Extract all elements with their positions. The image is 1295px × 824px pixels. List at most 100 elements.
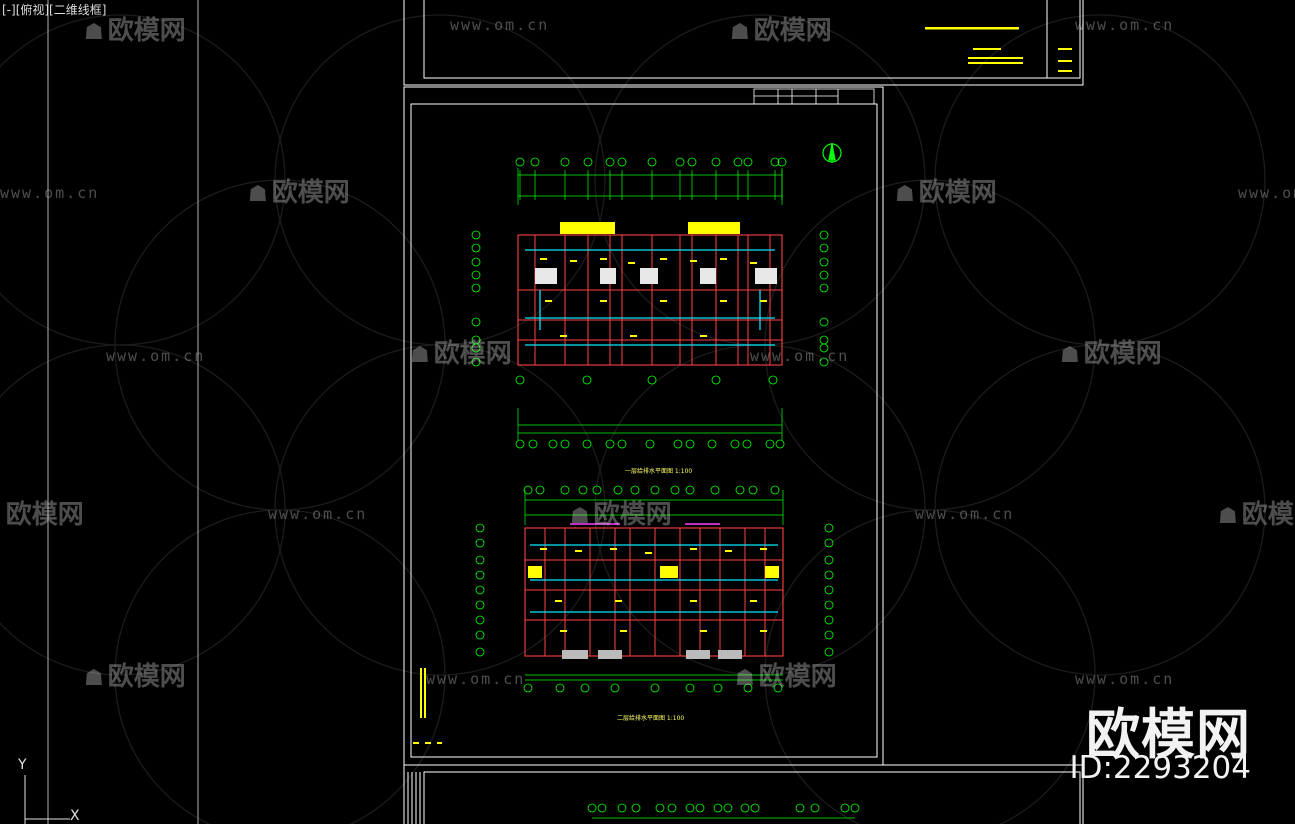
layout-guide-lines [47,0,199,824]
watermark-brand: ☗欧模网 [1060,333,1162,370]
axis-bubble [647,157,657,167]
floor-plan-1[interactable] [471,157,829,449]
room-label-mark [560,335,567,337]
watermark-url: www.om.cn [450,16,550,34]
watermark-brand-text: 欧模网 [1083,339,1162,369]
axis-bubble [560,439,570,449]
sofa-logo-icon: ☗ [1060,343,1080,368]
axis-bubble [650,683,660,693]
room-label-mark [750,262,757,264]
axis-bubble [819,270,829,280]
sheet-top[interactable] [403,0,1084,86]
plan2-walls [524,527,784,657]
axis-bubble [675,157,685,167]
axis-bubble [824,585,834,595]
axis-bubble [685,683,695,693]
axis-bubble [707,439,717,449]
room-label-mark [555,600,562,602]
axis-bubble [740,803,750,813]
axis-bubble [655,803,665,813]
room-label-mark [540,258,547,260]
watermark-brand: ☗欧模网 [0,494,84,531]
plan2-title: 二层给排水平面图 1:100 [617,715,685,722]
axis-bubble [713,683,723,693]
axis-bubble [475,523,485,533]
room-label-mark [615,600,622,602]
axis-bubble [471,343,481,353]
resource-id: ID:2293204 [1069,750,1251,786]
watermark-brand-text: 欧模网 [433,339,512,369]
watermark-brand-text: 欧模网 [5,500,84,530]
axis-bubble [824,615,834,625]
axis-bubble [824,600,834,610]
watermark-brand: ☗欧模网 [84,10,186,47]
room-label-mark [645,552,652,554]
axis-bubble [770,485,780,495]
axis-bubble [840,803,850,813]
axis-bubble [617,439,627,449]
sofa-logo-icon: ☗ [735,666,755,691]
watermark-brand: ☗欧模网 [410,333,512,370]
watermark-url: www.om.cn [0,184,100,202]
viewport-controls-label[interactable]: [-][俯视][二维线框] [2,3,107,17]
sofa-logo-icon: ☗ [730,20,750,45]
plan2-bottom-dimensions [525,674,783,681]
axis-bubble [605,157,615,167]
room-label-mark [720,258,727,260]
axis-bubble [613,485,623,495]
axis-bubble [748,485,758,495]
room-label-mark [760,548,767,550]
axis-bubble [670,485,680,495]
axis-bubble [471,283,481,293]
sheet-bottom[interactable] [403,764,1084,824]
watermark-brand: ☗欧模网 [1218,494,1295,531]
axis-bubble [819,283,829,293]
axis-bubble [582,439,592,449]
axis-bubble [711,157,721,167]
plan1-top-dimensions [517,168,783,205]
watermark-brand: ☗欧模网 [84,656,186,693]
sheet-bottom-axis-bubbles [587,803,860,813]
axis-bubble [819,335,829,345]
room-label-mark [600,258,607,260]
axis-bubble [617,803,627,813]
axis-bubble [475,630,485,640]
axis-bubble [824,538,834,548]
axis-bubble [580,683,590,693]
axis-bubble [735,485,745,495]
sheet-main-left-notes [413,668,442,744]
floor-plan-2[interactable] [475,485,834,693]
room-label-mark [690,260,697,262]
axis-bubble [535,485,545,495]
axis-bubble [743,683,753,693]
axis-bubble [733,157,743,167]
room-label-mark [600,300,607,302]
watermark-url: www.om.cn [1238,184,1295,202]
axis-bubble [471,357,481,367]
room-label-mark [725,550,732,552]
sofa-logo-icon: ☗ [895,182,915,207]
axis-bubble [667,803,677,813]
sofa-logo-icon: ☗ [248,182,268,207]
ucs-y-label: Y [18,757,27,773]
watermark-brand-text: 欧模网 [758,662,837,692]
axis-bubble [710,485,720,495]
watermark-circles [0,14,1266,824]
axis-bubble [723,803,733,813]
plan1-pipes [525,249,775,346]
axis-bubble [475,555,485,565]
axis-bubble [819,317,829,327]
axis-bubble [515,157,525,167]
room-label-mark [700,335,707,337]
axis-bubble [610,683,620,693]
axis-bubble [548,439,558,449]
watermark-url: www.om.cn [750,347,850,365]
room-label-mark [690,600,697,602]
axis-bubble [819,230,829,240]
axis-bubble [475,570,485,580]
axis-bubble [631,803,641,813]
axis-bubble [475,585,485,595]
watermark-brand-text: 欧模网 [271,178,350,208]
room-label-mark [570,260,577,262]
